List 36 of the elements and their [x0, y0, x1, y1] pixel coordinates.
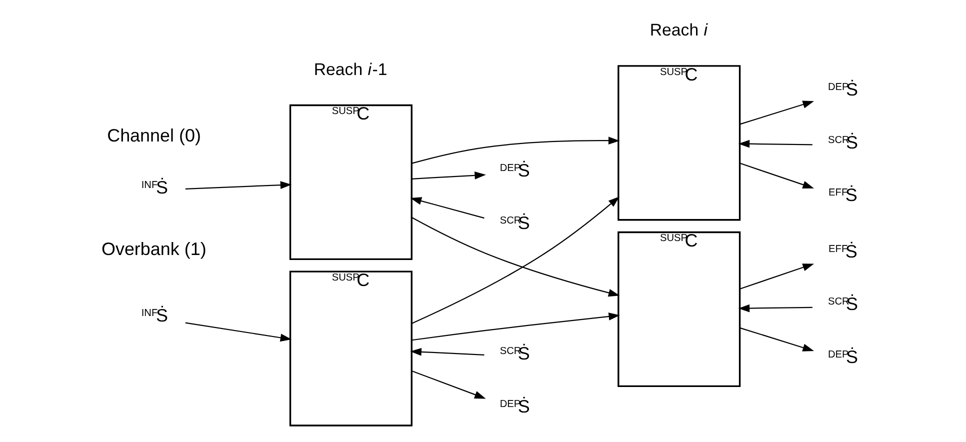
node-text: $^{SCR}$Ṡ — [500, 344, 530, 364]
node-text: $^{SCR}$Ṡ — [500, 213, 530, 234]
label: Reach i — [650, 20, 708, 40]
arrow — [412, 196, 620, 324]
label: Reach i-1 — [314, 60, 388, 79]
node-text: $^{DEP}$Ṡ — [500, 160, 530, 180]
arrow — [740, 162, 814, 189]
arrow — [410, 348, 484, 356]
arrow — [410, 197, 484, 219]
arrow — [412, 370, 486, 399]
node-box: $^{SUSP}$C — [289, 104, 412, 260]
node-text: $^{DEP}$Ṡ — [828, 79, 858, 100]
arrow — [740, 264, 814, 290]
arrow — [185, 181, 292, 190]
node-text: $^{SCR}$Ṡ — [828, 294, 858, 314]
label: Overbank (1) — [101, 239, 206, 260]
arrow — [738, 140, 812, 148]
label: Channel (0) — [107, 126, 201, 146]
node-text: $^{EFF}$Ṡ — [828, 241, 858, 262]
arrow — [738, 304, 812, 312]
node-box: $^{SUSP}$C — [618, 231, 741, 388]
node-text: $^{EFF}$Ṡ — [828, 185, 858, 206]
arrow — [740, 100, 814, 125]
node-text: $^{DEP}$Ṡ — [828, 346, 858, 367]
node-text: $^{INF}$Ṡ — [141, 177, 168, 198]
arrow — [412, 312, 620, 341]
node-box: $^{SUSP}$C — [618, 65, 741, 221]
node-box: $^{SUSP}$C — [289, 270, 412, 426]
arrow — [185, 322, 292, 342]
arrow — [740, 327, 814, 352]
node-text: $^{SCR}$Ṡ — [828, 132, 858, 152]
node-text: $^{INF}$Ṡ — [141, 305, 168, 326]
arrow — [412, 136, 620, 164]
arrow — [412, 171, 486, 180]
arrow — [412, 217, 620, 297]
node-text: $^{DEP}$Ṡ — [500, 396, 530, 416]
